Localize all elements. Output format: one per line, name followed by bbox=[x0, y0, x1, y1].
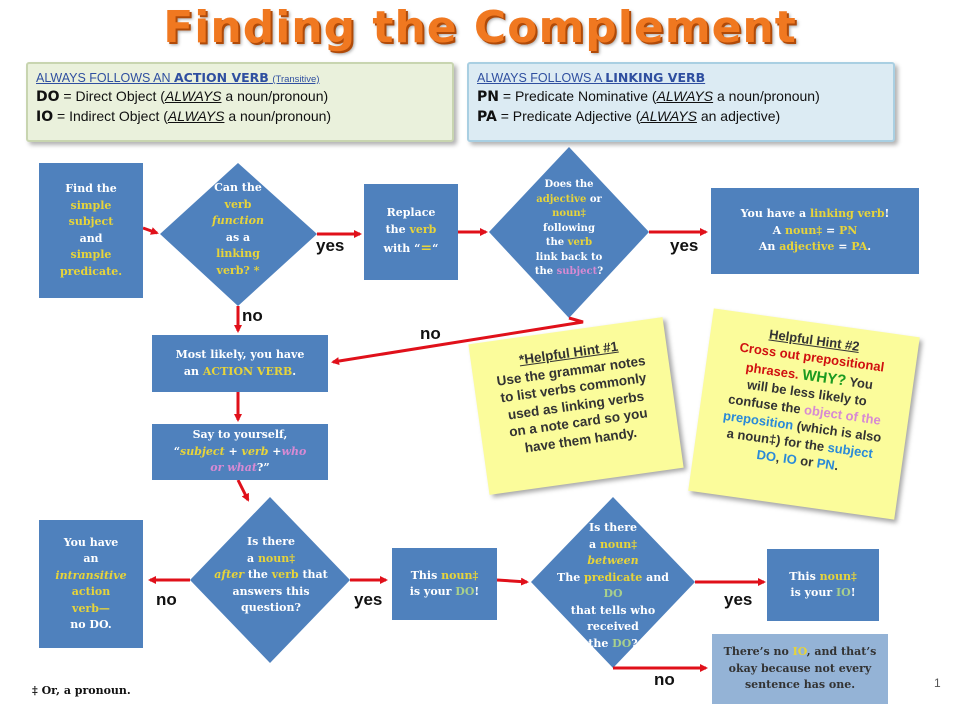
does-adjective-question: Does the adjective or noun‡ following th… bbox=[534, 179, 604, 277]
noun-between-question: Is there a noun‡ between The predicate a… bbox=[557, 521, 669, 650]
page-number: 1 bbox=[934, 676, 941, 690]
io-definition: IO = Indirect Object (ALWAYS a noun/pron… bbox=[36, 108, 332, 125]
no-label: no bbox=[156, 590, 177, 609]
helpful-hint-2-note: Helpful Hint #2 Cross out prepositional … bbox=[688, 308, 920, 520]
your-io-box: This noun‡ is your IO! bbox=[767, 549, 879, 621]
no-label: no bbox=[654, 670, 675, 689]
intransitive-verb-box: You have an intransitive action verb— no… bbox=[39, 520, 143, 648]
your-do-box: This noun‡ is your DO! bbox=[392, 548, 497, 620]
decision-diamond-does-adjective bbox=[489, 147, 649, 318]
arrow-yourdo-to-isnoun2 bbox=[496, 577, 529, 586]
no-label: no bbox=[420, 324, 441, 343]
action-verb-box: Most likely, you have an ACTION VERB. bbox=[152, 335, 328, 392]
yes-label: yes bbox=[670, 236, 699, 255]
no-label: no bbox=[242, 306, 263, 325]
pn-definition: PN = Predicate Nominative (ALWAYS a noun… bbox=[477, 88, 820, 105]
do-definition: DO = Direct Object (ALWAYS a noun/pronou… bbox=[36, 88, 329, 105]
decision-diamond-noun-between bbox=[531, 497, 695, 668]
linking-verb-panel: ALWAYS FOLLOWS A LINKING VERB PN = Predi… bbox=[467, 62, 895, 142]
helpful-hint-1-note: *Helpful Hint #1 Use the grammar notes t… bbox=[468, 317, 684, 495]
linking-verb-panel-heading: ALWAYS FOLLOWS A LINKING VERB bbox=[477, 70, 706, 85]
linking-verb-result-box: You have a linking verb! A noun‡ = PN An… bbox=[711, 188, 919, 274]
action-verb-panel-heading: ALWAYS FOLLOWS AN ACTION VERB (Transitiv… bbox=[36, 70, 320, 85]
yes-label: yes bbox=[724, 590, 753, 609]
page-title: Finding the Complement bbox=[163, 2, 797, 53]
noun-after-verb-question: Is there a noun‡ after the verb that ans… bbox=[214, 535, 328, 614]
replace-verb-box: Replace the verb with “=“ bbox=[364, 184, 458, 280]
footnote: ‡ Or, a pronoun. bbox=[32, 684, 131, 697]
find-subject-predicate-box: Find the simple subject and simple predi… bbox=[39, 163, 143, 298]
decision-diamond-noun-after-verb bbox=[190, 497, 350, 663]
can-verb-question: Can the verb function as a linking verb?… bbox=[211, 181, 265, 277]
arrow-say-to-isnoun1 bbox=[236, 479, 250, 502]
no-io-box: There’s no IO, and that’s okay because n… bbox=[712, 634, 888, 704]
arrow-doesadj-no-to-action bbox=[331, 316, 584, 366]
action-verb-panel: ALWAYS FOLLOWS AN ACTION VERB (Transitiv… bbox=[26, 62, 454, 142]
decision-diamond-can-verb bbox=[160, 163, 317, 306]
arrow-find-to-canverb bbox=[142, 226, 159, 235]
yes-label: yes bbox=[354, 590, 383, 609]
yes-label: yes bbox=[316, 236, 345, 255]
pa-definition: PA = Predicate Adjective (ALWAYS an adje… bbox=[477, 108, 781, 125]
say-to-yourself-box: Say to yourself, “subject + verb +who or… bbox=[152, 424, 328, 480]
